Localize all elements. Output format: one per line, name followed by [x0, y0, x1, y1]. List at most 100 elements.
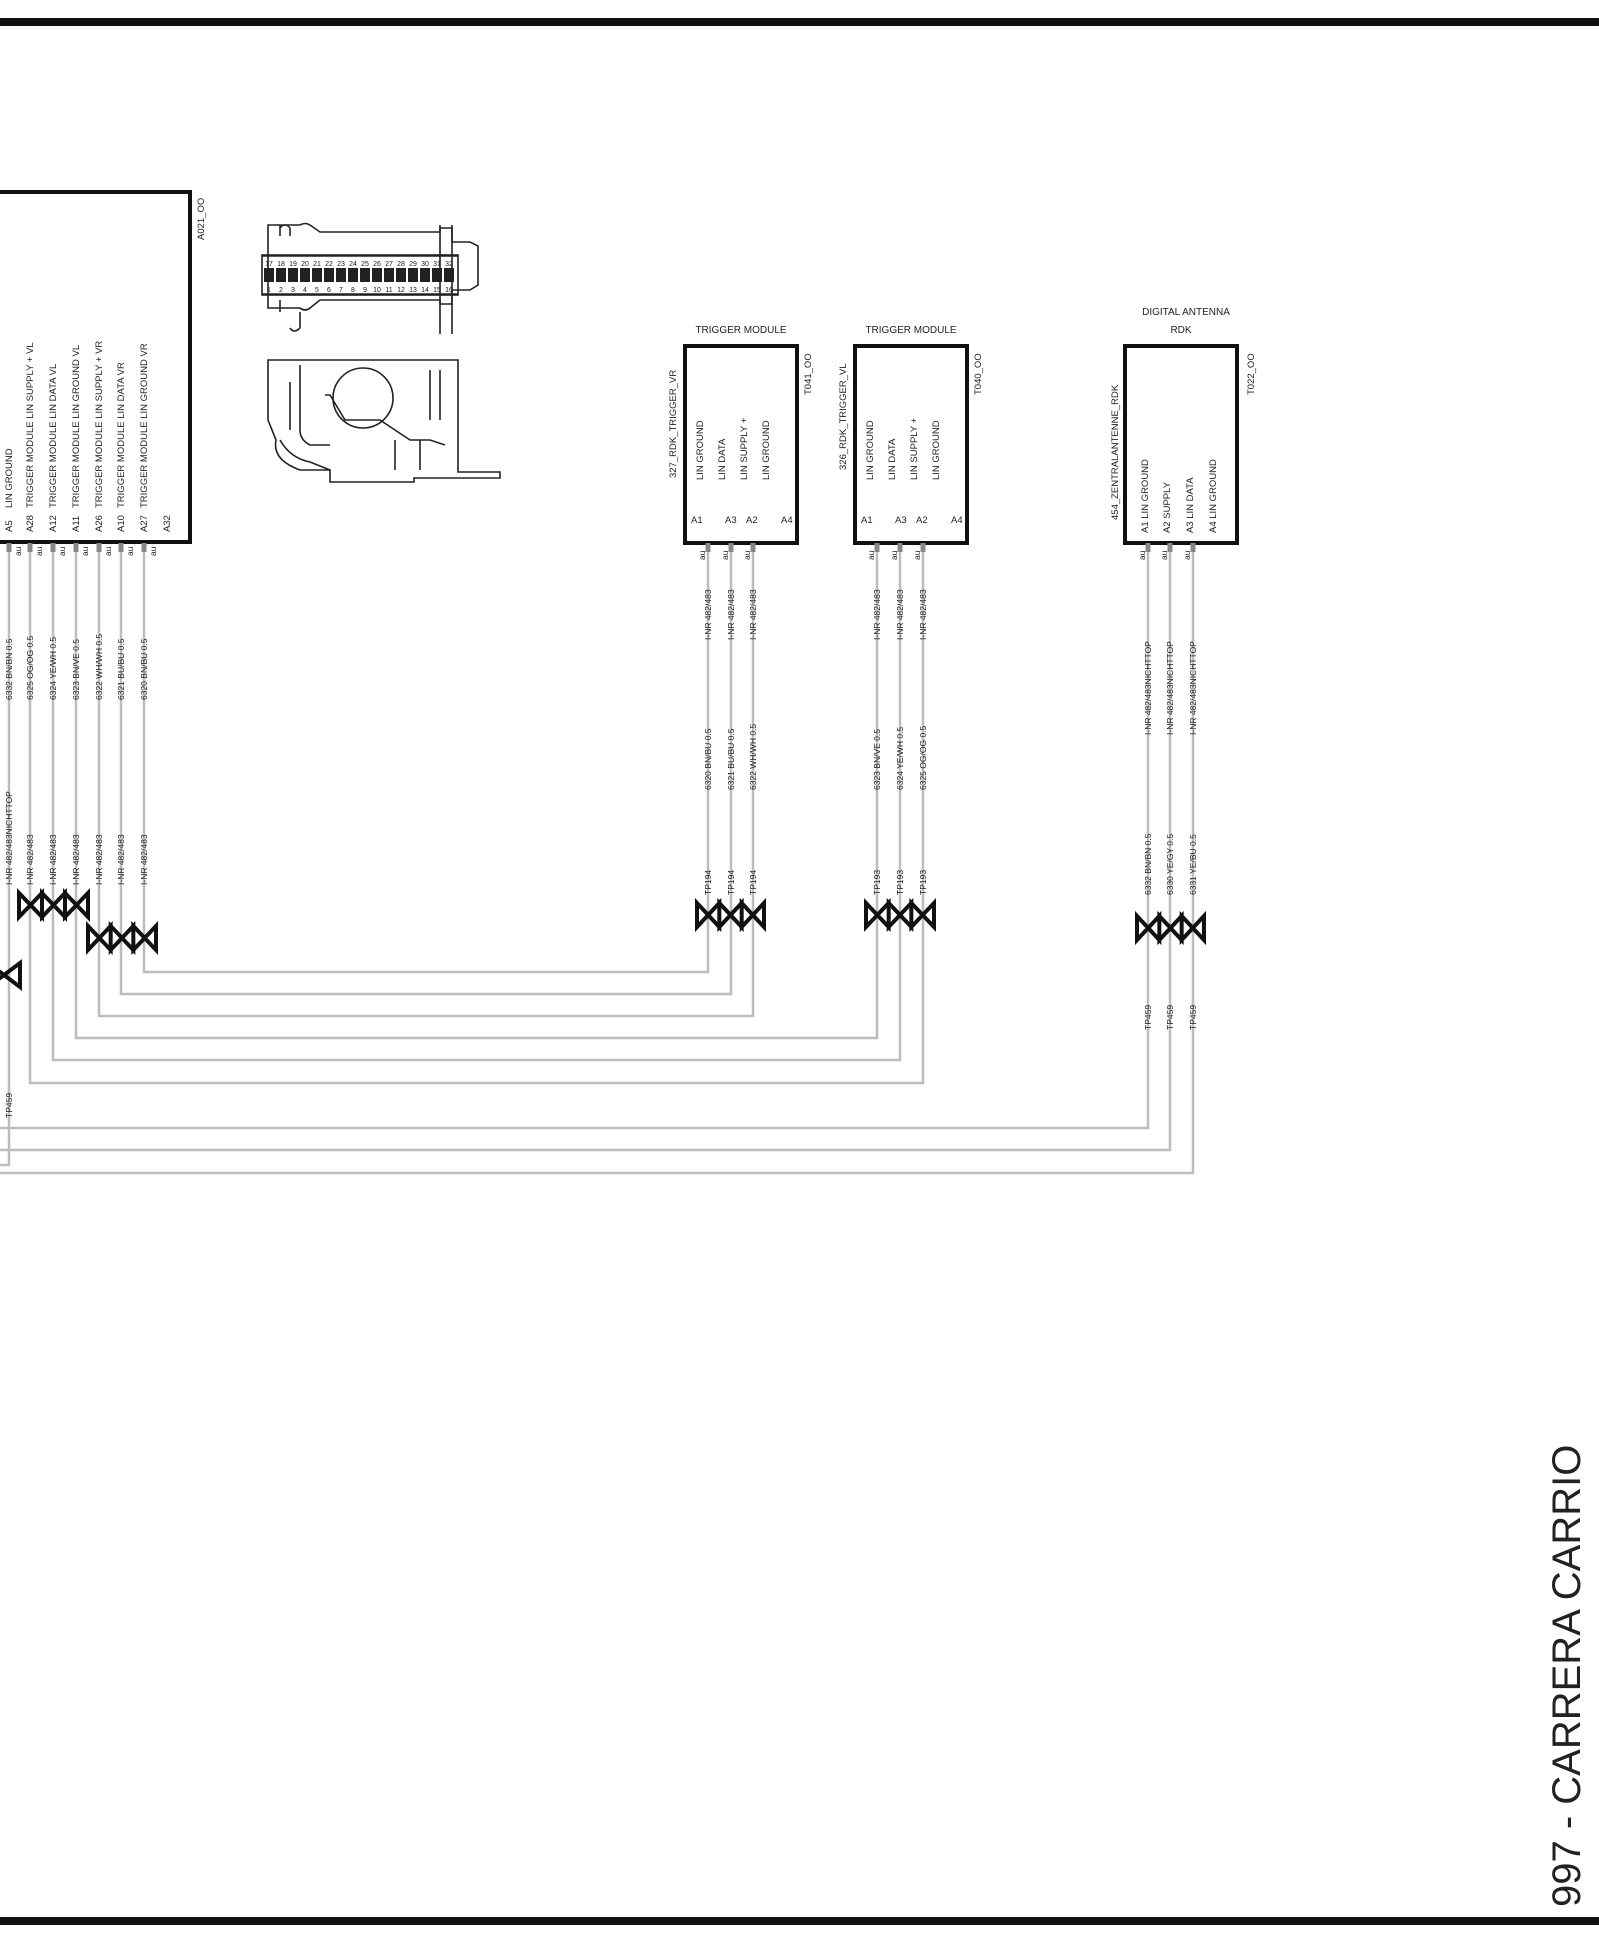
trigger-vl-id: T040_OO: [973, 353, 984, 395]
connector-pin: [264, 268, 274, 282]
ecu-pin-a28: A28: [25, 515, 36, 532]
ecu-inr-label: I-NR 482/483: [116, 834, 126, 885]
connector-pin: [360, 268, 370, 282]
connector-pin-number: 29: [409, 261, 417, 268]
ecu-wire-label: 6321 BU/BU 0.5: [116, 638, 126, 700]
au-label: au: [720, 550, 730, 560]
connector-pin-number: 6: [327, 287, 331, 294]
connector-pin-number: 8: [351, 287, 355, 294]
wire-ant-a3: [0, 545, 1195, 1175]
antenna-signal-label: A3 LIN DATA: [1185, 477, 1196, 533]
pin-marker: [897, 543, 903, 552]
pin-marker: [705, 543, 711, 552]
tp-label: TP459: [1188, 1005, 1198, 1030]
connector-pin-number: 12: [397, 287, 405, 294]
connector-pin: [444, 268, 454, 282]
splice-tp459: [1135, 910, 1206, 946]
tp-label: TP194: [703, 870, 713, 895]
connector-pin-number: 11: [385, 287, 392, 294]
antenna-name: 454_ZENTRALANTENNE_RDK: [1110, 384, 1121, 520]
trigger-vr-name: 327_RDK_TRIGGER_VR: [668, 370, 679, 478]
wire-label: 6321 BU/BU 0.5: [726, 728, 736, 790]
au-label: au: [866, 550, 876, 560]
ecu-pin-label: TRIGGER MODULE LIN GROUND VR: [139, 343, 150, 508]
wire-a5: [0, 545, 11, 1167]
connector-pin-number: 9: [363, 287, 367, 294]
au-label: au: [103, 546, 113, 556]
antenna-signal-label: A2 SUPPLY: [1162, 481, 1173, 533]
pin-marker: [27, 543, 33, 552]
connector-pin: [420, 268, 430, 282]
pin-a3: A3: [895, 515, 907, 526]
connector-pin-number: 20: [301, 261, 309, 268]
connector-pin-number: 5: [315, 287, 319, 294]
connector-pin: [348, 268, 358, 282]
ecu-pin-label: TRIGGER MODULE LIN DATA VL: [48, 364, 59, 508]
pin-marker: [141, 543, 147, 552]
connector-pin-number: 27: [385, 261, 393, 268]
connector-pin-number: 15: [433, 287, 441, 294]
au-label: au: [57, 546, 67, 556]
wire-label: 6331 YE/BU 0.5: [1188, 834, 1198, 895]
wire-label: 6320 BN/BU 0.5: [703, 728, 713, 790]
wire-routes: [0, 545, 1195, 1175]
splice-tp194: [695, 897, 766, 933]
ecu-pin-a27: A27: [139, 515, 150, 532]
ecu-pin-a11: A11: [71, 516, 82, 532]
splice-left: [0, 959, 22, 991]
wire-a12: [51, 545, 902, 1062]
au-label: au: [1182, 550, 1192, 560]
wire-ant-a2: [0, 545, 1172, 1152]
tp-label: TP194: [726, 870, 736, 895]
pin-marker: [73, 543, 79, 552]
tp-label: TP193: [918, 870, 928, 895]
model-title: 997 - CARRERA CARRIO: [1545, 1445, 1589, 1907]
wire-label: 6325 OG/OG 0.5: [918, 725, 928, 790]
ecu-id: A021_OO: [196, 198, 207, 240]
connector-pin-number: 7: [339, 287, 343, 294]
inr-label: I-NR 482/483: [872, 589, 882, 640]
pin-marker: [96, 543, 102, 552]
inr-label: I-NR 482/483: [726, 589, 736, 640]
wire-label: 6323 BN/VE 0.5: [872, 729, 882, 790]
au-label: au: [912, 550, 922, 560]
ecu-pin-label: TRIGGER MODULE LIN SUPPLY + VL: [25, 342, 36, 508]
tp-label: TP194: [748, 870, 758, 895]
ecu-wire-label: 6332 BN/BN 0.5: [4, 638, 14, 700]
connector-pin-number: 4: [303, 287, 307, 294]
connector-pin-number: 2: [279, 287, 283, 294]
connector-pin-number: 21: [313, 261, 321, 268]
ecu-inr-label: I-NR 482/483: [139, 834, 149, 885]
signal-label: LIN DATA: [887, 438, 898, 480]
antenna-signal-label: A4 LIN GROUND: [1208, 459, 1219, 533]
antenna-signal-label: A1 LIN GROUND: [1140, 459, 1151, 533]
pin-marker: [874, 543, 880, 552]
bottom-border: [0, 1917, 1599, 1925]
au-label: au: [742, 550, 752, 560]
pin-a1: A1: [691, 515, 703, 526]
pin-marker: [728, 543, 734, 552]
wire-a10: [119, 545, 733, 996]
connector-pin: [408, 268, 418, 282]
connector-pin: [288, 268, 298, 282]
signal-label: LIN GROUND: [761, 420, 772, 480]
splice-symbols: [0, 888, 1206, 991]
connector-pin-number: 14: [421, 287, 429, 294]
tp-label: TP193: [872, 870, 882, 895]
connector-pin-number: 17: [265, 261, 273, 268]
connector-pin-number: 3: [291, 287, 295, 294]
top-border: [0, 18, 1599, 26]
connector-pin-number: 13: [409, 287, 417, 294]
splice-tp193: [864, 897, 936, 933]
ecu-inr-label: I-NR 482/483: [94, 834, 104, 885]
ecu-pin-label: TRIGGER MODULE LIN DATA VR: [116, 362, 127, 508]
pin-a4: A4: [781, 515, 793, 526]
connector-pin: [300, 268, 310, 282]
connector-pin: [324, 268, 334, 282]
pin-marker: [1167, 543, 1173, 552]
pin-a2: A2: [746, 515, 758, 526]
connector-pin-number: 1: [267, 287, 271, 294]
